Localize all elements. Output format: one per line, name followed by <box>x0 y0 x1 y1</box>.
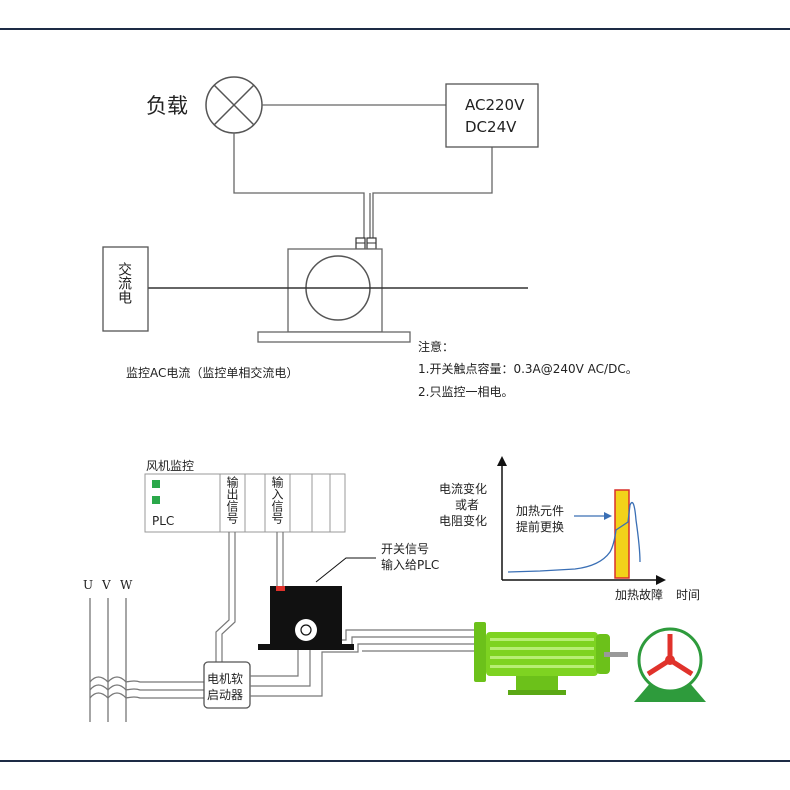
chart-xlabel-time: 时间 <box>676 588 701 602</box>
plc-label: PLC <box>152 514 175 528</box>
load-label: 负载 <box>146 94 188 118</box>
notes-title: 注意： <box>418 340 455 354</box>
current-transformer <box>258 586 354 650</box>
chart-fault-bar <box>614 489 630 579</box>
top-border <box>0 28 790 30</box>
switch-signal-line1: 开关信号 <box>381 542 430 556</box>
phase-label-u: U <box>83 578 94 592</box>
relay-terminals <box>355 237 377 250</box>
top-wires <box>233 104 493 238</box>
ac-source-box <box>102 246 149 332</box>
chart-y-arrow <box>497 456 507 466</box>
top-caption: 监控AC电流（监控单相交流电） <box>126 366 299 380</box>
ac-source-label: 交流电 <box>116 262 132 304</box>
chart-ylabel-line3: 电阻变化 <box>439 514 488 528</box>
chart-ylabel-line2: 或者 <box>455 498 480 512</box>
chart-xlabel-fault: 加热故障 <box>615 588 664 602</box>
fan-icon <box>634 627 706 702</box>
phase-lines <box>89 598 204 722</box>
switch-signal-leader <box>315 557 376 583</box>
chart-annotation-line1: 加热元件 <box>516 504 565 518</box>
heater-fault-chart <box>497 456 666 585</box>
power-supply-box <box>445 83 539 148</box>
fan-monitor-title: 风机监控 <box>146 459 195 473</box>
soft-starter-line1: 电机软 <box>207 672 244 686</box>
output-signal-label: 输出信号 <box>225 476 239 524</box>
current-sensor <box>257 248 411 343</box>
power-line2: DC24V <box>465 118 517 136</box>
plc-input-wires <box>276 532 284 588</box>
chart-annotation-line2: 提前更换 <box>516 520 565 534</box>
input-signal-label: 输入信号 <box>270 476 284 524</box>
plc-led-1 <box>152 480 160 488</box>
chart-x-arrow <box>656 575 666 585</box>
chart-curve <box>507 501 641 573</box>
soft-starter-line2: 启动器 <box>207 688 244 702</box>
switch-signal-line2: 输入给PLC <box>381 558 440 572</box>
phase-label-w: W <box>120 578 133 592</box>
load-lamp-icon <box>205 76 263 134</box>
note-2: 2.只监控一相电。 <box>418 385 514 399</box>
phase-label-v: V <box>102 578 111 592</box>
bottom-border <box>0 760 790 762</box>
chart-annotation-arrowhead <box>604 512 612 520</box>
soft-starter-box <box>203 661 251 709</box>
plc-rack <box>144 473 346 533</box>
note-1: 1.开关触点容量：0.3A@240V AC/DC。 <box>418 362 638 376</box>
power-line1: AC220V <box>465 96 525 114</box>
plc-output-wires <box>215 532 236 662</box>
plc-led-2 <box>152 496 160 504</box>
motor <box>474 622 628 695</box>
chart-ylabel-line1: 电流变化 <box>439 482 488 496</box>
